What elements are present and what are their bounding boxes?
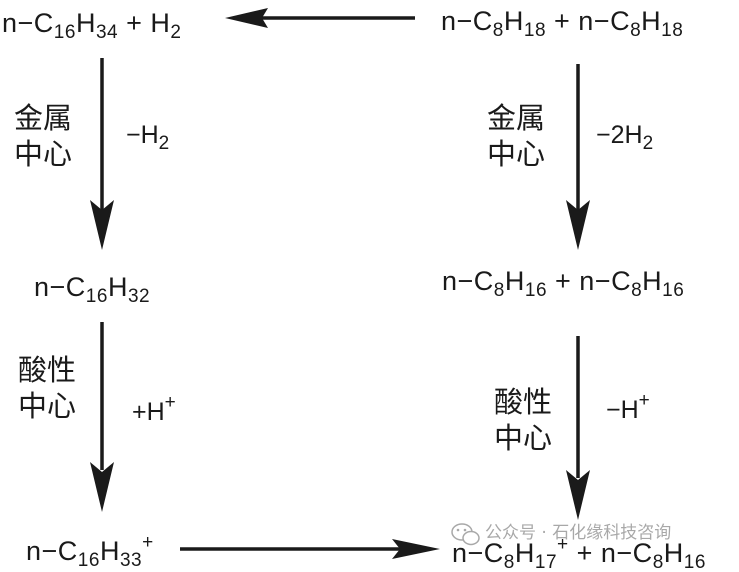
species-top-left: n−C16H34 + H2 [2, 8, 181, 43]
watermark: 公众号 · 石化缘科技咨询 [451, 523, 671, 546]
label-minus-2h2-right: −2H2 [596, 121, 653, 154]
arrow-left-1-head [90, 200, 114, 250]
arrow-left-2-head [90, 462, 114, 512]
species-bot-right: n−C8H17+ + n−C8H16 [452, 534, 706, 572]
label-plus-h-left: +H+ [132, 392, 176, 426]
label-minus-h-right: −H+ [606, 390, 650, 424]
species-top-right: n−C8H18 + n−C8H18 [441, 6, 683, 41]
species-mid-left: n−C16H32 [34, 272, 150, 307]
watermark-text: 公众号 · 石化缘科技咨询 [485, 523, 671, 543]
species-mid-right: n−C8H16 + n−C8H16 [442, 266, 684, 301]
species-bot-left: n−C16H33+ [26, 532, 154, 571]
label-acid-center-left: 酸性 中心 [18, 353, 85, 423]
label-minus-h2-left: −H2 [126, 121, 169, 154]
arrow-top-head [225, 8, 268, 28]
label-metal-center-right: 金属 中心 [487, 101, 554, 171]
arrow-right-2-head [566, 470, 590, 520]
wechat-icon [451, 523, 480, 546]
label-metal-center-left: 金属 中心 [14, 101, 81, 171]
label-acid-center-right: 酸性 中心 [494, 385, 561, 455]
arrow-right-1-head [566, 200, 590, 250]
arrow-bottom-head [392, 539, 440, 559]
